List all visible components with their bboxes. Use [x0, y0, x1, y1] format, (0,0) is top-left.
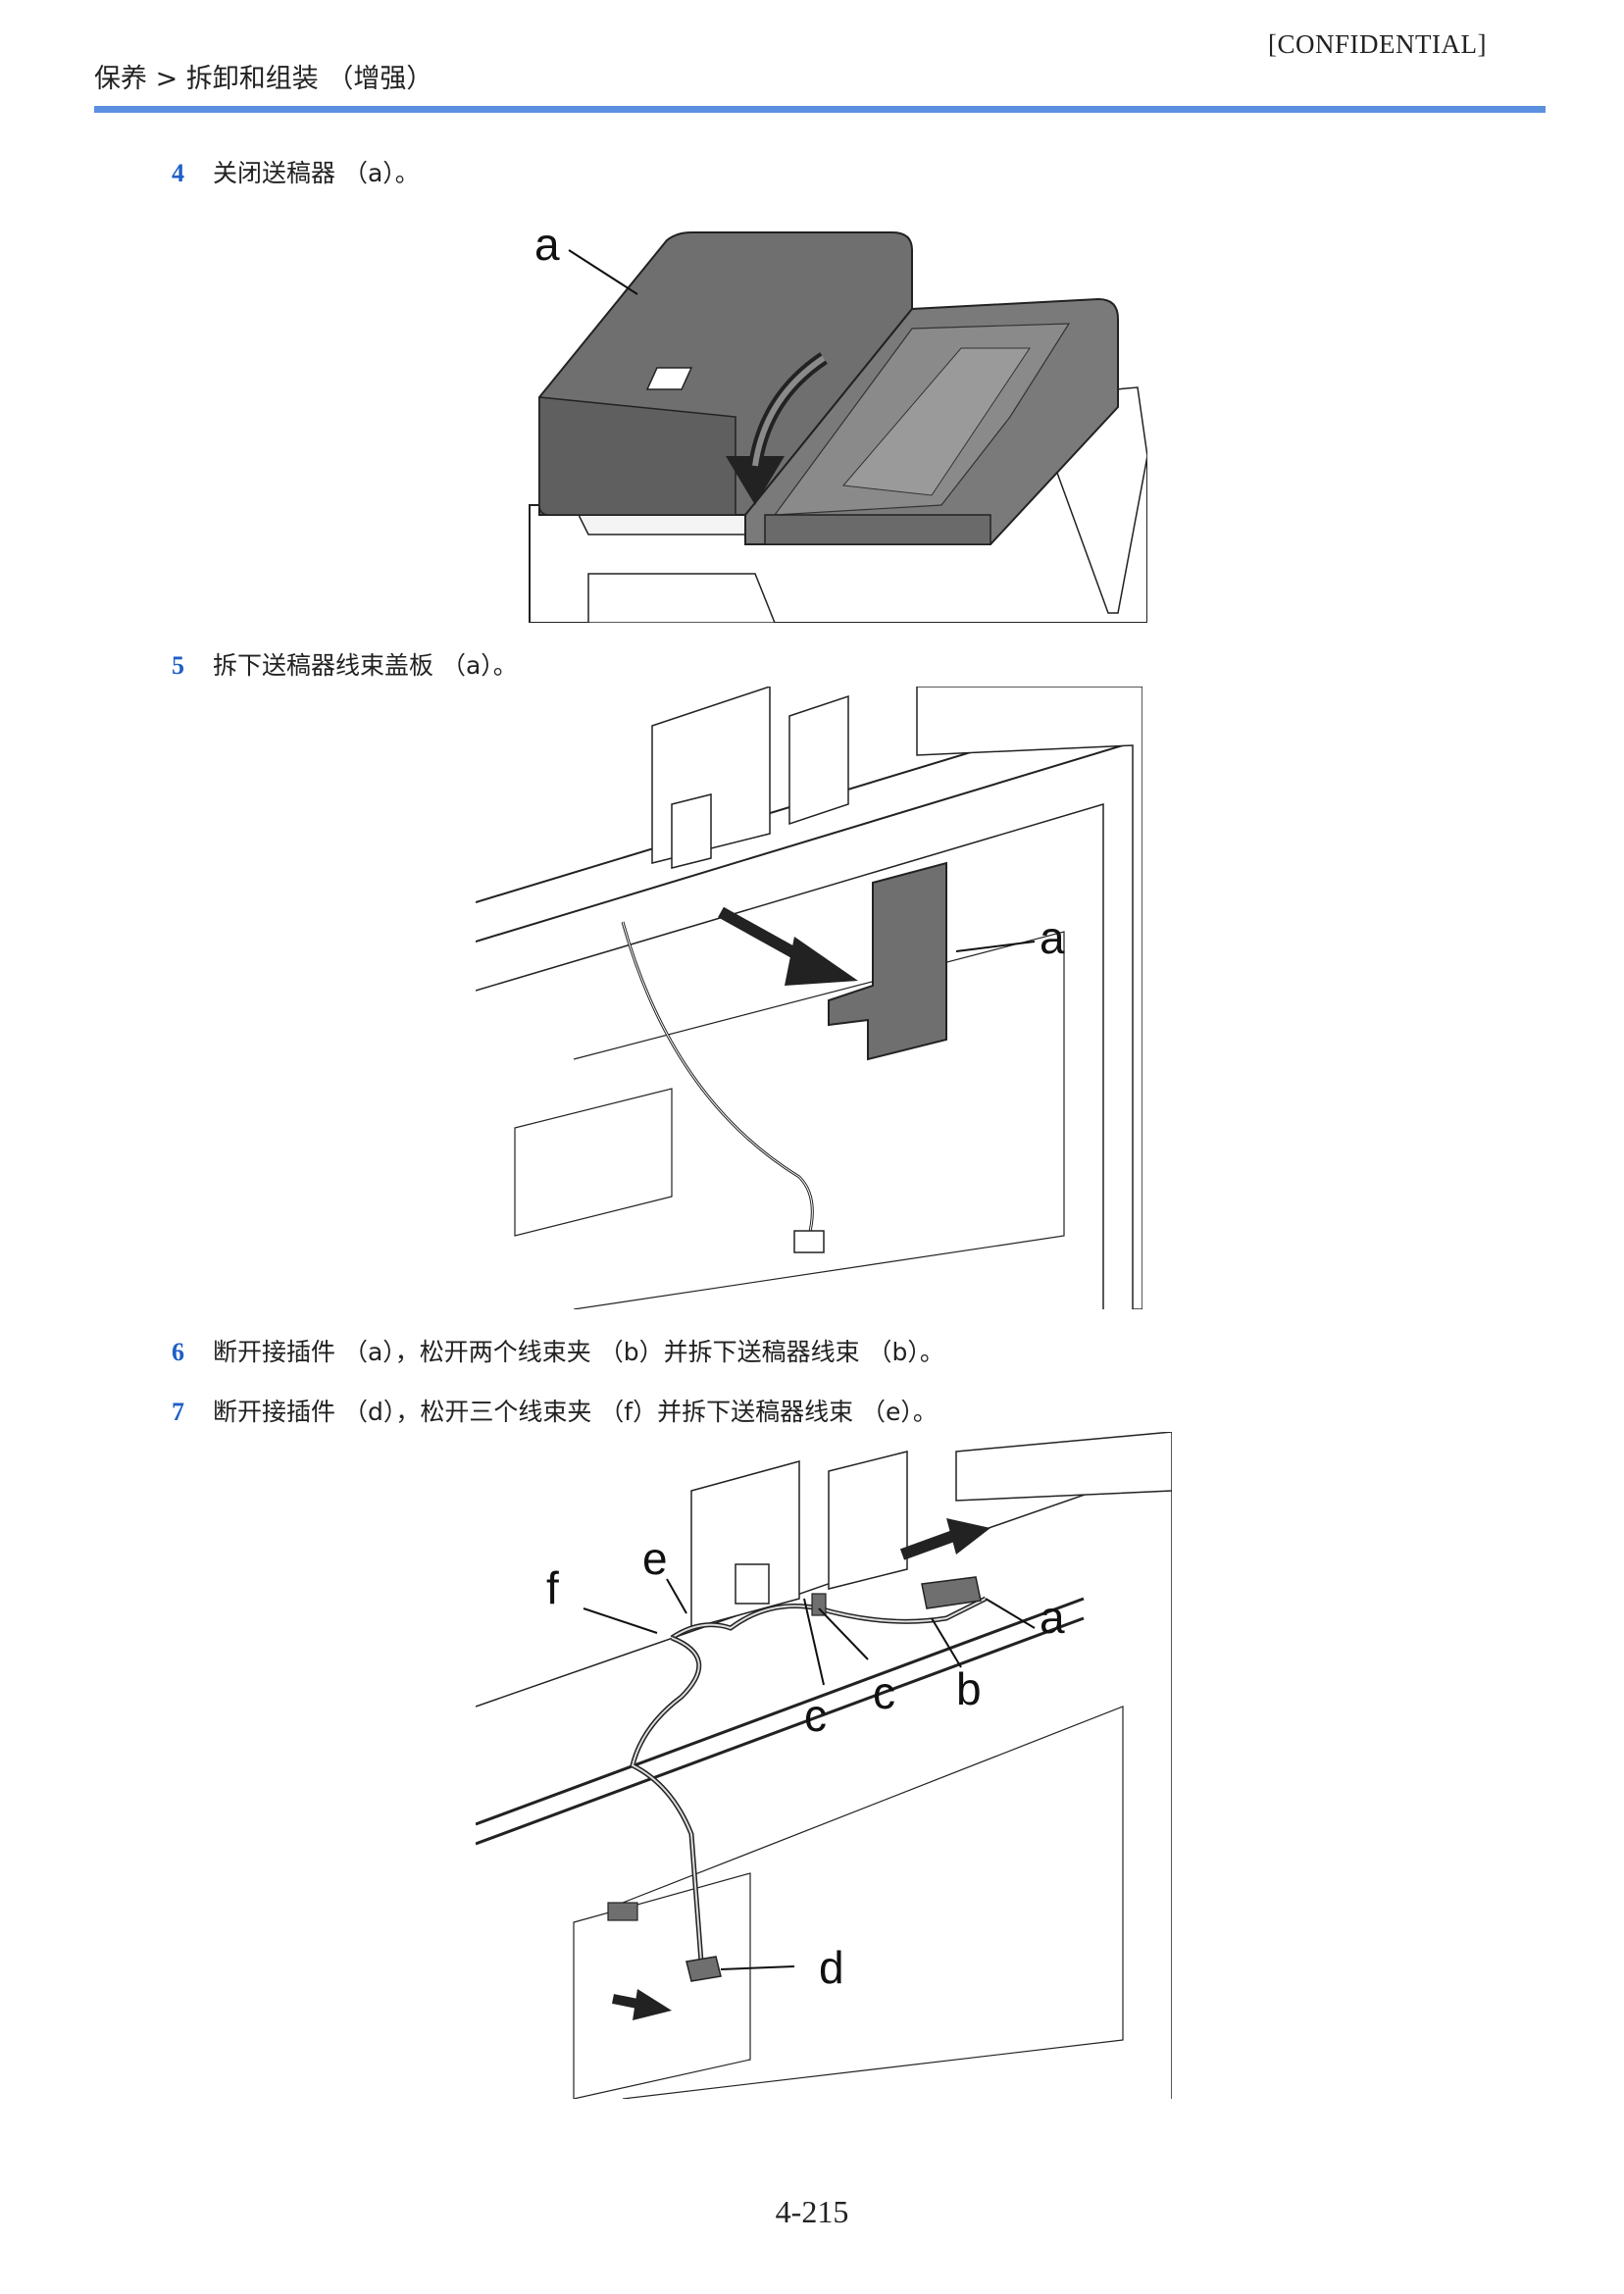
step-text: 关闭送稿器 （a）。 [213, 159, 420, 187]
page-number: 4-215 [775, 2194, 849, 2229]
label-c: c [873, 1667, 895, 1718]
step-5: 5 拆下送稿器线束盖板 （a）。 [172, 646, 518, 682]
label-b: b [956, 1663, 982, 1714]
step-number: 7 [172, 1398, 184, 1426]
figure-disconnect-harness: f e a b c c d [476, 1432, 1172, 2099]
step-6: 6 断开接插件 （a），松开两个线束夹 （b）并拆下送稿器线束 （b）。 [172, 1333, 944, 1368]
label-d: d [819, 1942, 844, 1993]
label-a: a [534, 221, 560, 270]
step-number: 4 [172, 159, 184, 187]
label-a: a [1040, 1592, 1065, 1643]
figure-close-document-processor: a [520, 221, 1147, 623]
step-text: 拆下送稿器线束盖板 （a）。 [213, 651, 518, 680]
step-4: 4 关闭送稿器 （a）。 [172, 154, 420, 189]
step-7: 7 断开接插件 （d），松开三个线束夹 （f）并拆下送稿器线束 （e）。 [172, 1393, 938, 1428]
step-text: 断开接插件 （a），松开两个线束夹 （b）并拆下送稿器线束 （b）。 [213, 1338, 944, 1366]
figure-remove-harness-cover: a [476, 687, 1142, 1309]
step-text: 断开接插件 （d），松开三个线束夹 （f）并拆下送稿器线束 （e）。 [213, 1398, 938, 1426]
label-c: c [804, 1690, 827, 1741]
step-number: 6 [172, 1338, 184, 1366]
breadcrumb: 保养 > 拆卸和组装 （增强） [94, 64, 433, 94]
label-f: f [546, 1562, 559, 1613]
step-number: 5 [172, 651, 184, 680]
header-divider [94, 106, 1546, 113]
label-e: e [642, 1533, 668, 1584]
confidential-label: [CONFIDENTIAL] [1268, 29, 1487, 59]
label-a: a [1040, 912, 1065, 963]
